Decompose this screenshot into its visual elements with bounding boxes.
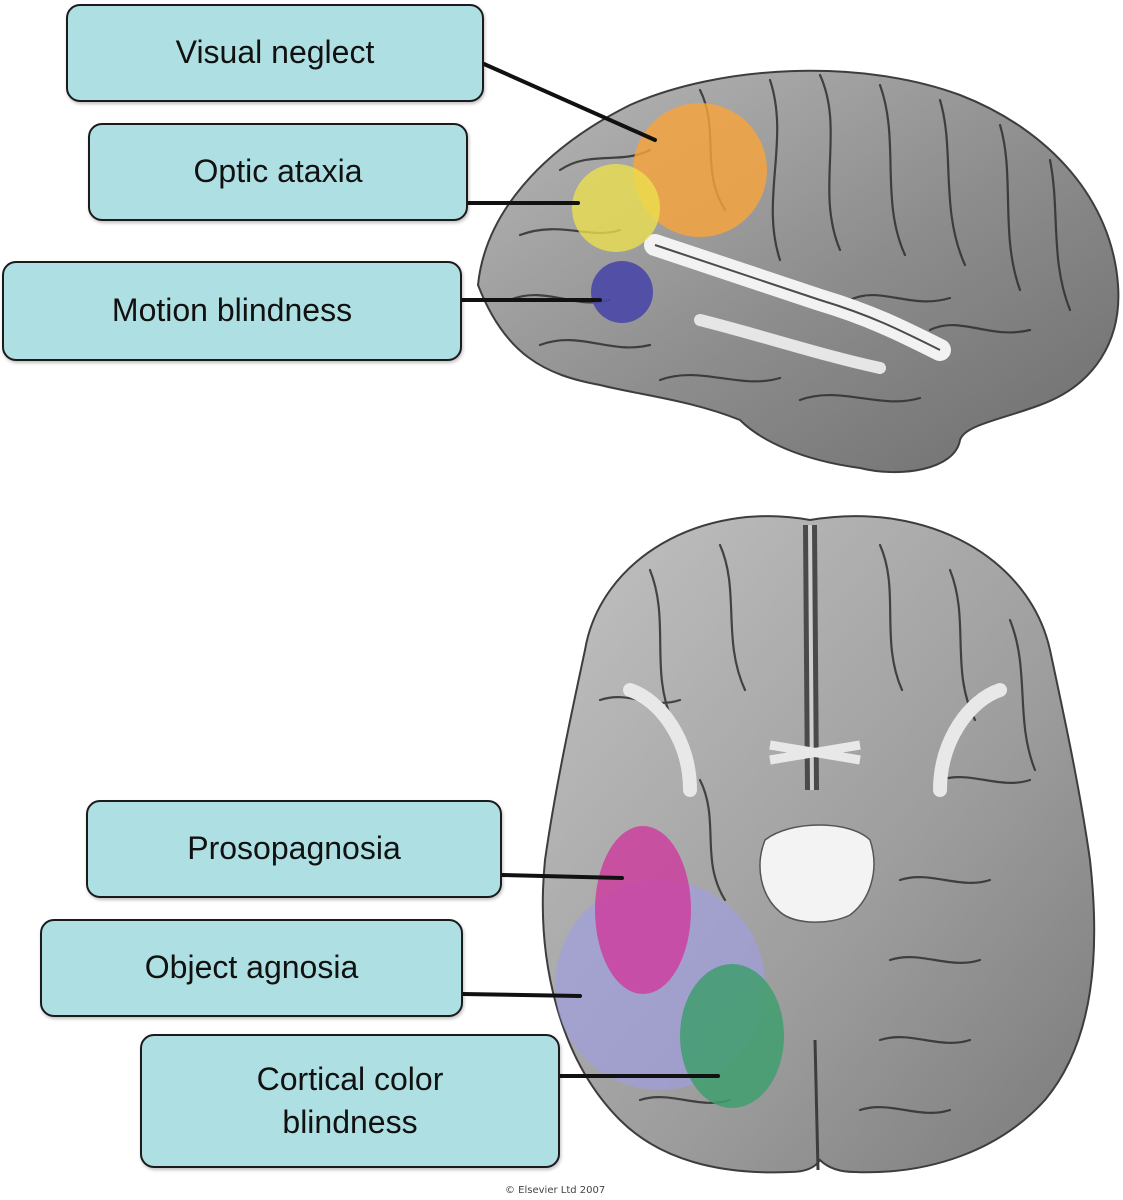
prosopagnosia-region (595, 826, 691, 994)
cortical-color-blindness-text-line2: blindness (282, 1104, 418, 1140)
object-agnosia-label: Object agnosia (40, 919, 463, 1017)
object-agnosia-leader (461, 992, 582, 998)
motion-blindness-label: Motion blindness (2, 261, 462, 361)
lateral-brain-view (476, 69, 1120, 474)
prosopagnosia-label: Prosopagnosia (86, 800, 502, 898)
object-agnosia-text: Object agnosia (144, 949, 359, 986)
lateral-brain-silhouette (476, 69, 1120, 474)
optic-ataxia-label: Optic ataxia (88, 123, 468, 221)
optic-ataxia-region (572, 164, 660, 252)
brainstem (759, 824, 875, 923)
copyright-notice: © Elsevier Ltd 2007 (505, 1185, 606, 1196)
leader-lines (460, 62, 720, 1078)
optic-ataxia-text: Optic ataxia (193, 153, 363, 190)
prosopagnosia-text: Prosopagnosia (187, 830, 401, 867)
motion-blindness-region (591, 261, 653, 323)
cortical-color-blindness-region (680, 964, 784, 1108)
temporal-pole-left (623, 683, 697, 797)
cortical-color-blindness-text-line1: Cortical color (256, 1060, 444, 1097)
visual-neglect-text: Visual neglect (175, 34, 375, 71)
visual-neglect-region (633, 103, 767, 237)
motion-blindness-text: Motion blindness (111, 292, 353, 329)
optic-chiasm (769, 740, 861, 765)
cortical-color-blindness-label: Cortical color blindness (140, 1034, 560, 1168)
longitudinal-fissure-back (813, 1039, 820, 1171)
visual-neglect-leader (482, 62, 657, 142)
prosopagnosia-leader (500, 873, 624, 880)
temporal-pole-right (933, 683, 1007, 797)
visual-neglect-label: Visual neglect (66, 4, 484, 102)
temporal-gyrus (694, 314, 886, 374)
